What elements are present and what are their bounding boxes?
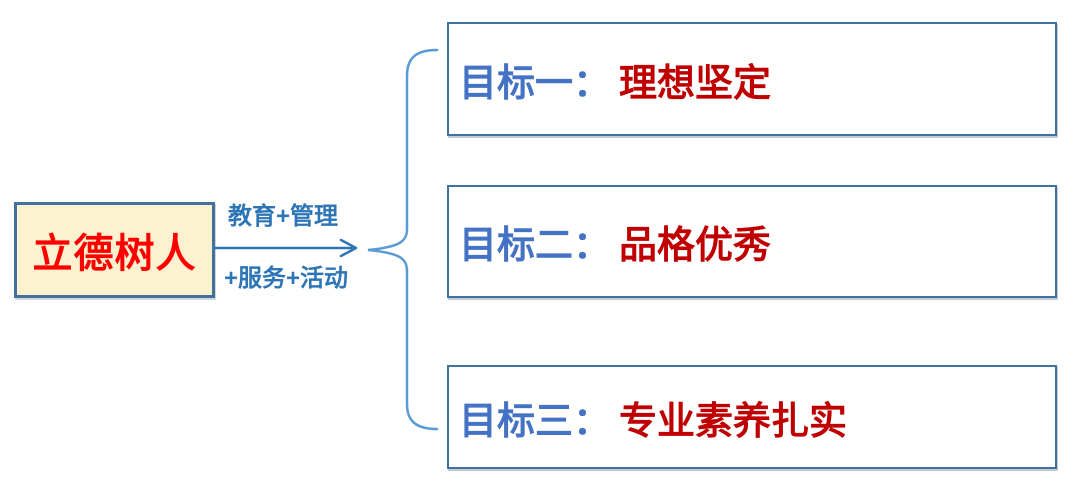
arrow-label-top: 教育+管理 [228, 203, 339, 230]
curly-brace [367, 48, 439, 431]
goal-3-prefix: 目标三： [459, 400, 612, 443]
goal-box-2: 目标二： 品格优秀 [447, 185, 1057, 298]
goal-2-prefix: 目标二： [459, 225, 612, 267]
root-node-label: 立德树人 [32, 232, 197, 276]
arrow-label-bottom: +服务+活动 [224, 265, 349, 292]
goal-box-3: 目标三： 专业素养扎实 [447, 365, 1057, 469]
root-node-box: 立德树人 [14, 202, 215, 298]
goal-3-text: 专业素养扎实 [619, 400, 848, 443]
goal-2-text: 品格优秀 [619, 225, 772, 267]
goal-1-text: 理想坚定 [619, 62, 772, 105]
goal-1-prefix: 目标一： [459, 62, 612, 105]
arrow-head-icon [339, 238, 358, 258]
goal-box-1: 目标一： 理想坚定 [447, 22, 1057, 136]
